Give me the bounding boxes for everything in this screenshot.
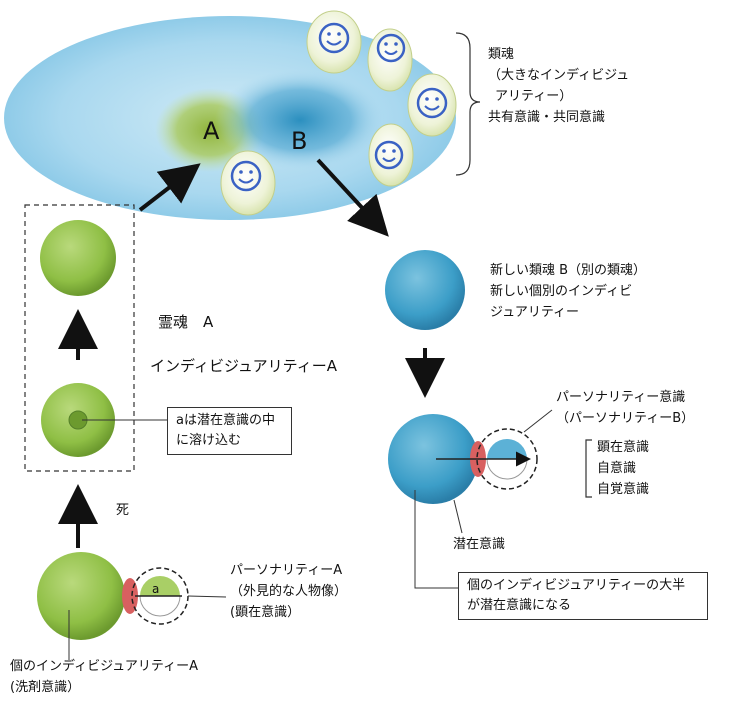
smiley-face-icon — [367, 28, 413, 92]
personality-a-line: （外見的な人物像） — [230, 584, 348, 599]
personality-a-text: パーソナリティーA （外見的な人物像） (顕在意識） — [230, 560, 347, 623]
soul-b-spot — [215, 70, 385, 170]
new-group-text: 新しい類魂 B（別の類魂） 新しい個別のインディビ ジュアリティー — [490, 260, 646, 323]
group-soul-label-a: A — [203, 117, 220, 145]
group-soul-line: アリティー） — [495, 89, 573, 104]
individuality-b-ball — [388, 414, 478, 504]
group-soul-line: 共有意識・共同意識 — [488, 110, 606, 125]
soul-a-ball — [40, 220, 116, 296]
personality-a-top — [140, 576, 180, 596]
smiley-face-icon — [306, 10, 362, 74]
note-a-box: aは潜在意識の中 に溶け込む — [167, 407, 292, 455]
soul-a-title: 霊魂 A — [158, 313, 214, 331]
group-soul-line: （大きなインディビジュ — [488, 68, 630, 83]
consciousness-item: 自覚意識 — [597, 482, 650, 497]
note-b-box: 個のインディビジュアリティーの大半 が潜在意識になる — [458, 572, 708, 620]
new-group-line: 新しい個別のインディビ — [490, 284, 633, 299]
consciousness-item: 自意識 — [597, 461, 637, 476]
consciousness-list: 顕在意識 自意識 自覚意識 — [597, 437, 649, 500]
individuality-a-line: (洗剤意識） — [10, 680, 81, 695]
note-a-line: aは潜在意識の中 — [176, 413, 275, 428]
new-group-line: ジュアリティー — [490, 305, 580, 320]
new-group-line: 新しい類魂 B（別の類魂） — [490, 263, 647, 278]
arrow-to-new-group — [316, 158, 389, 237]
soul-a-subtitle: インディビジュアリティーA — [150, 357, 337, 375]
personality-b-text: パーソナリティー意識 （パーソナリティーB） — [556, 387, 694, 429]
new-group-ball — [385, 250, 465, 330]
personality-a-pointer — [187, 595, 227, 598]
personality-b-top — [487, 439, 527, 459]
note-b-line: 個のインディビジュアリティーの大半 — [467, 578, 686, 593]
personality-b-dashed-circle — [476, 428, 538, 490]
personality-b-line: パーソナリティー意識 — [556, 390, 686, 405]
soul-a-dashed-box — [24, 204, 135, 472]
note-a-line: に溶け込む — [176, 433, 242, 448]
smiley-face-icon — [407, 73, 457, 137]
personality-b-line: （パーソナリティーB） — [556, 411, 695, 426]
subconscious-label: 潜在意識 — [453, 537, 506, 552]
personality-b-pointer — [523, 409, 553, 433]
smiley-face-icon — [220, 150, 276, 216]
personality-a-line: パーソナリティーA — [230, 563, 343, 578]
note-b-line: が潜在意識になる — [467, 598, 572, 613]
consciousness-brace — [585, 439, 592, 498]
group-soul-text: 類魂 （大きなインディビジュ アリティー） 共有意識・共同意識 — [488, 44, 629, 128]
death-label: 死 — [116, 503, 130, 518]
subconscious-pointer — [453, 499, 463, 534]
consciousness-item: 顕在意識 — [597, 440, 650, 455]
personality-a-bottom — [139, 595, 181, 617]
individuality-a-line: 個のインディビジュアリティーA — [10, 659, 199, 674]
group-soul-line: 類魂 — [488, 47, 515, 62]
smiley-face-icon — [368, 123, 414, 187]
individuality-a-text: 個のインディビジュアリティーA (洗剤意識） — [10, 656, 198, 698]
personality-b-bottom — [486, 458, 528, 480]
group-soul-brace — [455, 32, 481, 176]
group-soul-label-b: B — [291, 127, 307, 155]
individuality-a-ball — [37, 552, 125, 640]
personality-a-line: (顕在意識） — [230, 605, 301, 620]
personality-a-letter: a — [152, 582, 159, 596]
note-b-pointer — [414, 490, 458, 589]
arrow-to-group — [138, 163, 201, 212]
